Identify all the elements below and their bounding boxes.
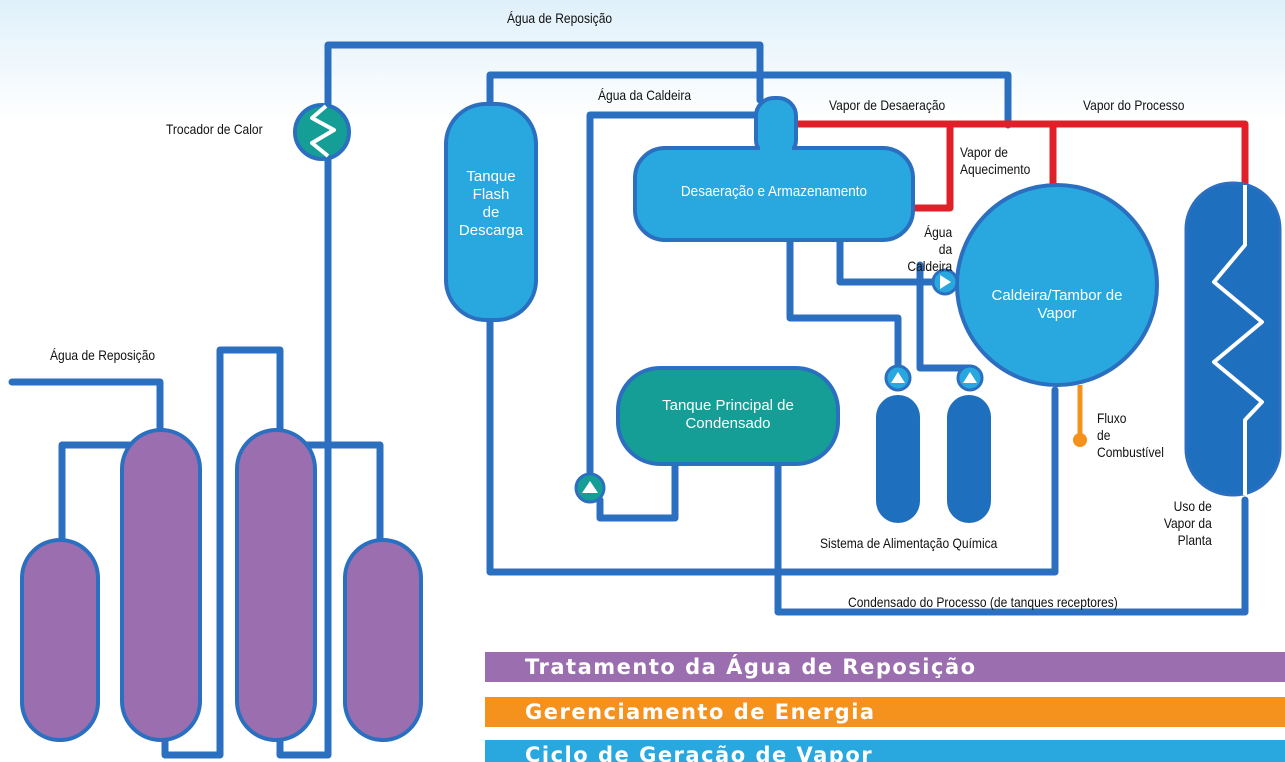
heating-steam-label: Vapor de Aquecimento [960,144,1031,177]
legend-band-energy-management: Gerenciamento de Energia [485,697,1285,727]
deaerator [633,96,915,242]
fuel-line [1073,385,1087,447]
plant-steam-use-label: Uso de Vapor da Planta [1163,498,1212,548]
legend-band-steam-cycle: Ciclo de Geração de Vapor [485,740,1285,762]
process-condensate-label: Condensado do Processo (de tanques recep… [848,594,1118,610]
condensate-tank [616,366,840,466]
makeup-water-left-label: Água de Reposição [50,347,156,363]
chemical-feed-label: Sistema de Alimentação Química [820,535,998,551]
treatment-vessels [20,428,423,742]
process-steam-label: Vapor do Processo [1083,97,1185,113]
condensate-tank-label: Tanque Principal de Condensado [662,397,794,432]
pump-icon [931,268,959,296]
boiler-water-mid-label: Água da Caldeira [907,224,953,274]
plant-steam-use [1184,181,1282,497]
return-piping [486,71,1249,616]
fuel-flow-label: Fluxo de Combustível [1097,410,1164,460]
pump-icon [884,364,912,392]
pump-icons [574,268,984,504]
makeup-water-top-label: Água de Reposição [507,10,613,26]
boiler-drum [955,183,1159,387]
chemical-feed-tanks [876,395,991,523]
boiler-water-top-label: Água da Caldeira [598,87,692,103]
flash-tank-label: Tanque Flash de Descarga [458,168,524,239]
heat-exchanger-label: Trocador de Calor [166,121,263,137]
header-gradient [0,0,1285,120]
boiler-label: Caldeira/Tambor de Vapor [991,287,1123,322]
deaerator-label: Desaeração e Armazenamento [680,183,868,200]
heat-exchanger-icon [293,103,351,161]
flash-tank [444,102,538,322]
legend-band-makeup-treatment: Tratamento da Água de Reposição [485,652,1285,682]
pump-icon [956,364,984,392]
treatment-piping [8,41,764,759]
pump-icon [574,472,606,504]
steam-piping [791,120,1249,212]
deaeration-steam-label: Vapor de Desaeração [829,97,946,113]
